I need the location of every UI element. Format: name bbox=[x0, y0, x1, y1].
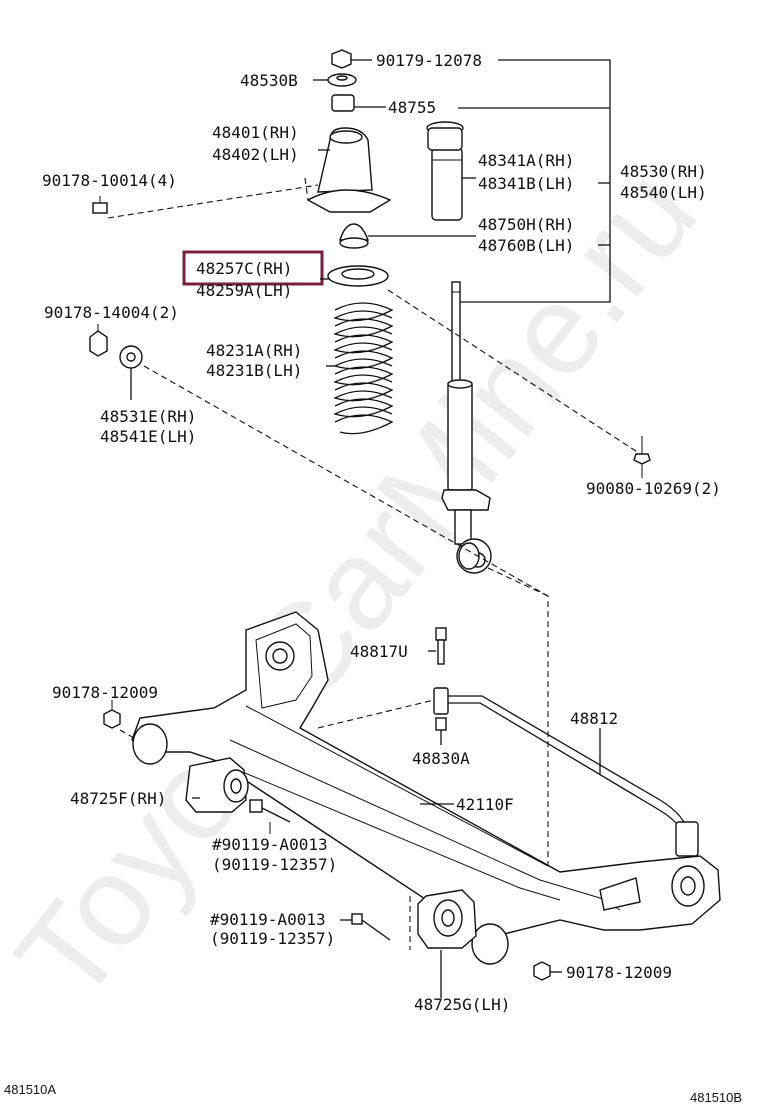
label-90178-12009-lower: 90178-12009 bbox=[566, 963, 672, 982]
label-48341a: 48341A(RH) bbox=[478, 151, 574, 170]
stabilizer-bar-part[interactable] bbox=[448, 695, 699, 857]
label-90178-10014: 90178-10014(4) bbox=[42, 171, 177, 190]
bushing-lh-part[interactable] bbox=[417, 889, 477, 998]
label-48257c: 48257C(RH) bbox=[196, 259, 292, 278]
label-90179-12078: 90179-12078 bbox=[376, 51, 482, 70]
label-90119-a0013-lower: #90119-A0013 bbox=[210, 910, 326, 929]
label-90119-12357-upper: (90119-12357) bbox=[212, 855, 337, 874]
label-42110f: 42110F bbox=[456, 795, 514, 814]
label-48402: 48402(LH) bbox=[212, 145, 299, 164]
coil-spring-part[interactable] bbox=[333, 302, 394, 435]
label-48341b: 48341B(LH) bbox=[478, 174, 574, 193]
label-90119-12357-lower: (90119-12357) bbox=[210, 929, 335, 948]
bushing-rh-part[interactable] bbox=[185, 757, 249, 813]
label-48725f: 48725F(RH) bbox=[70, 789, 166, 808]
support-bolt-part[interactable] bbox=[92, 177, 319, 219]
label-48540: 48540(LH) bbox=[620, 183, 707, 202]
stabilizer-bolt-part[interactable] bbox=[428, 627, 447, 665]
label-90178-14004: 90178-14004(2) bbox=[44, 303, 179, 322]
label-90178-12009-upper: 90178-12009 bbox=[52, 683, 158, 702]
suspension-support-part[interactable] bbox=[306, 127, 392, 213]
label-48725g: 48725G(LH) bbox=[414, 995, 510, 1014]
figure-code-left: 481510A bbox=[4, 1082, 56, 1097]
label-48812: 48812 bbox=[570, 709, 618, 728]
label-48259a: 48259A(LH) bbox=[196, 281, 292, 300]
label-48541e: 48541E(LH) bbox=[100, 427, 196, 446]
label-90080-10269: 90080-10269(2) bbox=[586, 479, 721, 498]
upper-washer-part[interactable] bbox=[327, 73, 357, 87]
bump-stopper-boot-part[interactable] bbox=[426, 121, 464, 221]
lower-bushing-nut-part[interactable] bbox=[89, 330, 143, 369]
figure-code-right: 481510B bbox=[690, 1090, 742, 1105]
arm-bolt-lh-part[interactable] bbox=[340, 913, 391, 941]
top-nut-part[interactable] bbox=[331, 49, 372, 69]
absorber-bolt-part[interactable] bbox=[633, 436, 651, 465]
shock-absorber-part[interactable] bbox=[441, 281, 492, 574]
label-90119-a0013-upper: #90119-A0013 bbox=[212, 835, 328, 854]
bushing-part[interactable] bbox=[331, 94, 386, 112]
label-48531e: 48531E(RH) bbox=[100, 407, 196, 426]
label-48755: 48755 bbox=[388, 98, 436, 117]
label-48830a: 48830A bbox=[412, 749, 470, 768]
label-48401: 48401(RH) bbox=[212, 123, 299, 142]
axle-beam-part[interactable] bbox=[131, 611, 721, 965]
label-48750h: 48750H(RH) bbox=[478, 215, 574, 234]
spring-insulator-part[interactable] bbox=[327, 265, 389, 287]
arm-nut-part[interactable] bbox=[103, 700, 121, 729]
label-48760b: 48760B(LH) bbox=[478, 236, 574, 255]
arm-nut-lh-part[interactable] bbox=[533, 961, 562, 981]
label-48530b: 48530B bbox=[240, 71, 298, 90]
highlight-box bbox=[182, 250, 324, 286]
label-48231a: 48231A(RH) bbox=[206, 341, 302, 360]
label-48530: 48530(RH) bbox=[620, 162, 707, 181]
stabilizer-bracket-part[interactable] bbox=[433, 687, 449, 745]
bound-stopper-part[interactable] bbox=[339, 223, 476, 249]
arm-bolt-rh-part[interactable] bbox=[249, 799, 291, 834]
assembly-bracket bbox=[458, 59, 611, 303]
label-48817u: 48817U bbox=[350, 642, 408, 661]
label-48231b: 48231B(LH) bbox=[206, 361, 302, 380]
